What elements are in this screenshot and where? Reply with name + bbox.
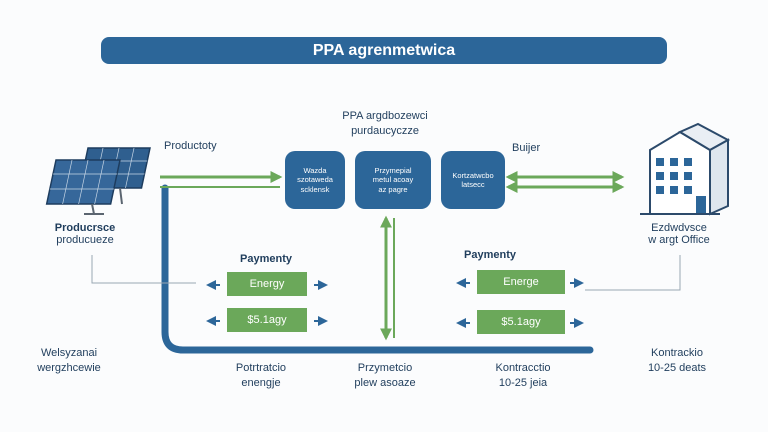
- left-box-line2: szotaweda: [297, 175, 333, 185]
- bottom-label-right: Kontracctio 10-25 jeia: [468, 362, 578, 389]
- right-box-line1: Kortzatwcbo: [452, 170, 494, 180]
- producer-label: Productoty: [164, 140, 217, 152]
- title-bar: PPA agrenmetwica: [101, 37, 667, 64]
- bottom-far-right-line2: 10-25 deats: [647, 362, 707, 374]
- bottom-center-line1: Przymetcio: [357, 362, 413, 374]
- bottom-far-left-line1: Welsyzanai: [40, 347, 98, 359]
- right-energy-box[interactable]: Energe: [477, 270, 565, 294]
- office-building-icon: [640, 122, 731, 216]
- right-contract-box[interactable]: Kortzatwcbo latsecc: [441, 151, 505, 209]
- right-box-line2: latsecc: [461, 180, 485, 189]
- left-box-line1: Wazda: [303, 165, 327, 175]
- center-box-line2: metul acoay: [372, 175, 414, 185]
- center-contract-box[interactable]: Przymepial metul acoay az pagre: [355, 151, 431, 209]
- center-heading: PPA argdbozewci purdaucyczze: [310, 110, 460, 137]
- bottom-left-line1: Potrtratcio: [235, 362, 287, 374]
- blue-flow-line: [161, 184, 594, 354]
- bottom-center-line2: plew asoaze: [354, 377, 416, 389]
- left-payments-label: Paymenty: [240, 253, 292, 265]
- bottom-far-right-line1: Kontrackio: [651, 347, 703, 359]
- buyer-name-line1: Ezdwdvsce: [651, 222, 707, 234]
- bottom-right-line1: Kontracctio: [495, 362, 551, 374]
- bottom-left-line2: enengje: [241, 377, 281, 389]
- page-title: PPA agrenmetwica: [312, 41, 456, 59]
- center-box-line1: Przymepial: [374, 165, 412, 175]
- bottom-right-line2: 10-25 jeia: [498, 377, 548, 389]
- bottom-label-far-right: Kontrackio 10-25 deats: [622, 347, 732, 374]
- bottom-label-far-left: Welsyzanai wergzhcewie: [14, 347, 124, 374]
- left-box-line3: scklensk: [300, 184, 330, 194]
- bottom-label-left: Potrtratcio enengje: [206, 362, 316, 389]
- bottom-far-left-line2: wergzhcewie: [37, 362, 101, 374]
- center-heading-line2: purdaucyczze: [351, 125, 419, 137]
- solar-panel-icon: [45, 147, 151, 215]
- center-heading-line1: PPA argdbozewci: [342, 110, 428, 122]
- right-price-box[interactable]: $5.1agy: [477, 310, 565, 334]
- left-energy-box[interactable]: Energy: [227, 272, 307, 296]
- producer-name-line2: producueze: [56, 234, 114, 246]
- buyer-name: Ezdwdvsce w argt Office: [624, 222, 734, 246]
- buyer-label: Buijer: [512, 142, 541, 154]
- producer-name-line1: Producrsce: [54, 222, 116, 234]
- buyer-name-line2: w argt Office: [648, 234, 710, 246]
- left-price-box[interactable]: $5.1agy: [227, 308, 307, 332]
- producer-connector: [91, 255, 196, 284]
- producer-name: Producrsce producueze: [30, 222, 140, 246]
- left-contract-box[interactable]: Wazda szotaweda scklensk: [285, 151, 345, 209]
- right-payments-label: Paymenty: [464, 249, 516, 261]
- bottom-label-center: Przymetcio plew asoaze: [330, 362, 440, 389]
- buyer-connector: [585, 255, 681, 291]
- center-box-line3: az pagre: [378, 184, 408, 194]
